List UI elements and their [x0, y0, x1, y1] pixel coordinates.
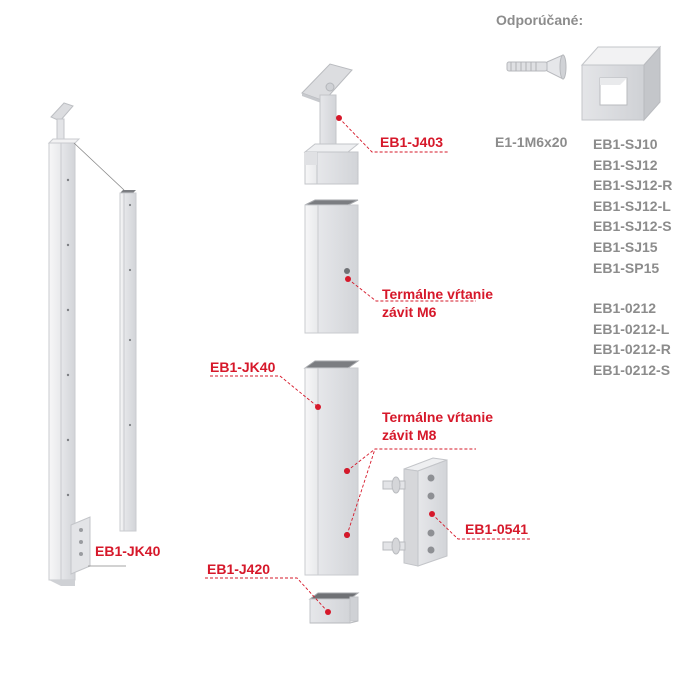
recommended-item: EB1-SJ12-R — [593, 177, 673, 194]
callout-0541: EB1-0541 — [465, 521, 529, 537]
recommended-item: EB1-SJ12-S — [593, 218, 672, 235]
recommended-item: EB1-SJ15 — [593, 238, 658, 255]
inner-tube — [119, 190, 137, 532]
recommended-item: EB1-SJ10 — [593, 136, 658, 152]
saddle-j403 — [301, 63, 353, 152]
recommended-title: Odporúčané: — [496, 12, 584, 28]
wall-plate-0541 — [382, 457, 448, 567]
recommended-item: EB1-0212-S — [593, 361, 671, 378]
callout-j420: EB1-J420 — [207, 561, 271, 577]
recommended-item: EB1-SJ12 — [593, 156, 658, 173]
list-spacer — [593, 278, 672, 298]
callout-jk40-middle: EB1-JK40 — [210, 359, 276, 375]
recommended-item: EB1-0212 — [593, 300, 657, 317]
assembled-post — [47, 102, 125, 586]
callout-thermal-m8-line1: Termálne vŕtanie — [382, 409, 494, 425]
bottom-cap-j420 — [308, 592, 360, 624]
callout-thermal-m6-line1: Termálne vŕtanie — [382, 286, 494, 302]
callout-thermal-m8-line2: závit M8 — [382, 427, 437, 443]
tube-lower — [303, 360, 360, 576]
callout-j403: EB1-J403 — [380, 134, 444, 150]
top-cap — [303, 143, 360, 185]
callout-thermal-m6-line2: závit M6 — [382, 304, 437, 320]
recommended-item: EB1-SP15 — [593, 259, 660, 276]
recommended-item: EB1-SJ12-L — [593, 197, 671, 214]
screw-image — [506, 54, 567, 80]
recommended-item: EB1-0212-L — [593, 320, 670, 337]
callout-jk40-left: EB1-JK40 — [95, 543, 161, 559]
square-block-image — [580, 45, 662, 122]
screw-code-label: E1-1M6x20 — [495, 134, 568, 150]
callout-leaders — [205, 117, 530, 613]
tube-upper — [304, 199, 359, 334]
recommended-item: EB1-0212-R — [593, 341, 671, 358]
recommended-parts-list: EB1-SJ10 EB1-SJ12 EB1-SJ12-R EB1-SJ12-L … — [593, 134, 672, 381]
